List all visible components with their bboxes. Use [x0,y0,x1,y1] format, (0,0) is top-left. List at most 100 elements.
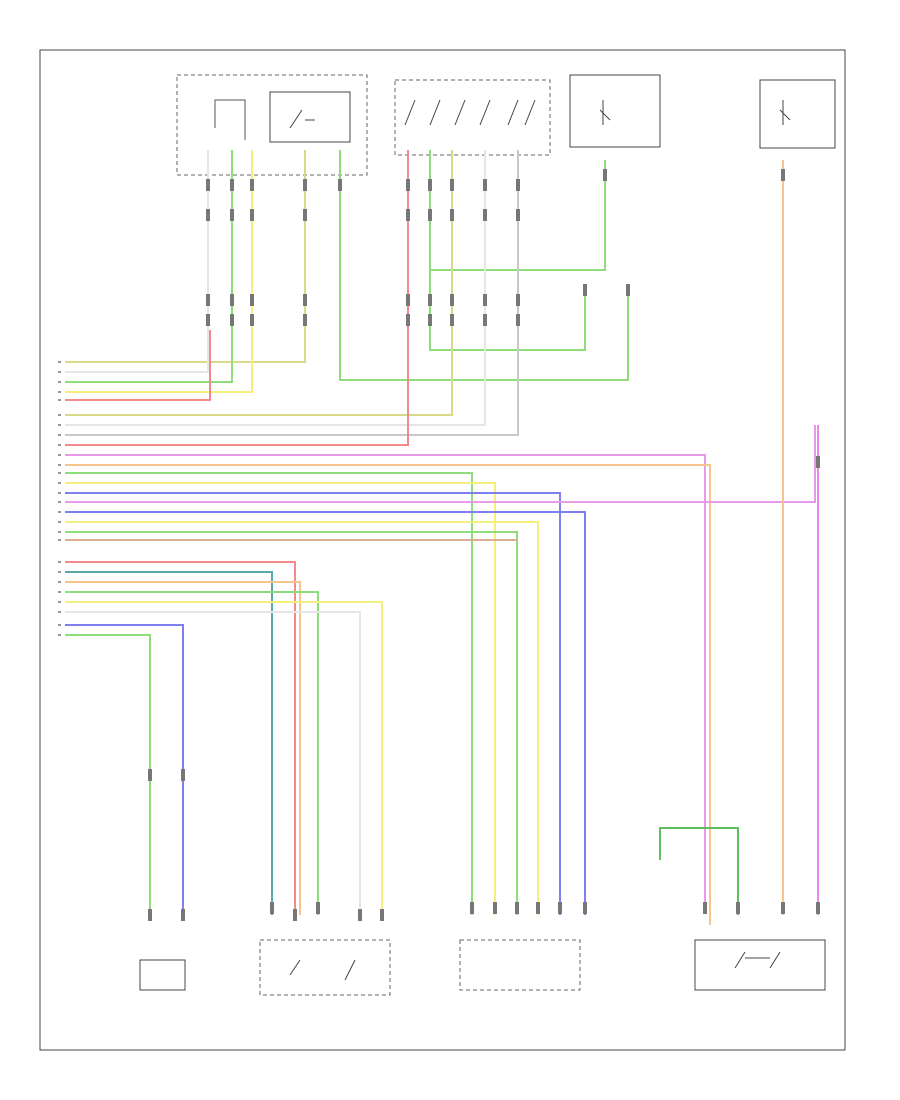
wire-connector [583,284,587,296]
wire-connector [816,902,820,914]
wire-connector [270,902,274,914]
harness-pin-marker [58,511,61,513]
wire-connector [406,314,410,326]
wire-connector [428,314,432,326]
wire-green [65,150,233,383]
wire-green [430,160,606,271]
harness-pin-marker [58,634,61,636]
harness-pin-marker [58,571,61,573]
harness-pin-marker [58,561,61,563]
wire-connector [493,902,497,914]
harness-pin-marker [58,399,61,401]
wire-yellow [65,482,496,915]
wire-red [65,561,296,915]
wire-grey [65,150,519,436]
wire-connector [181,769,185,781]
connectors [148,169,820,921]
wire-white [65,611,361,915]
wire-connector [406,209,410,221]
wire-connector [206,294,210,306]
wire-connector [626,284,630,296]
harness-pin-marker [58,361,61,363]
wire-blue [65,511,586,915]
harness-pin-marker [58,501,61,503]
wire-connector [450,179,454,191]
harness-pin-marker [58,424,61,426]
wire-connector [250,179,254,191]
wire-connector [781,169,785,181]
component-c6 [259,939,391,996]
wire-connector [230,294,234,306]
harness-pin-marker [58,624,61,626]
wire-connector [358,909,362,921]
harness-pin-marker [58,371,61,373]
wire-olive [65,150,453,416]
wire-connector [483,209,487,221]
harness-pin-marker [58,444,61,446]
diagram-frame [39,49,846,1051]
wire-dkgreen [659,827,739,915]
wire-blue [65,624,184,915]
wire-green [429,150,586,351]
wire-connector [816,456,820,468]
harness-ticks [58,361,61,636]
harness-pin-marker [58,482,61,484]
wire-connector [230,179,234,191]
wire-connector [250,294,254,306]
wire-olive [65,150,306,363]
wire-connector [406,294,410,306]
wire-connector [148,769,152,781]
wire-connector [483,294,487,306]
wire-connector [428,179,432,191]
wire-connector [450,209,454,221]
wire-connector [515,902,519,914]
wire-connector [303,294,307,306]
wire-connector [148,909,152,921]
wire-teal [65,571,273,915]
wire-connector [303,209,307,221]
harness-pin-marker [58,591,61,593]
component-c4 [759,79,836,149]
wire-connector [428,294,432,306]
harness-pin-marker [58,539,61,541]
harness-pin-marker [58,472,61,474]
wire-connector [450,314,454,326]
wire-connector [181,909,185,921]
wire-green [65,531,518,915]
harness-pin-marker [58,492,61,494]
wire-connector [703,902,707,914]
wire-yellow [65,150,253,393]
wire-connector [293,909,297,921]
component-c5 [139,959,186,991]
wire-connector [303,314,307,326]
wire-connector [536,902,540,914]
wire-white [65,150,209,373]
component-c2 [394,79,551,156]
wire-white [65,150,486,426]
wire-connector [380,909,384,921]
wire-orange [65,464,711,925]
wire-connector [483,314,487,326]
harness-pin-marker [58,531,61,533]
wire-orange [65,581,301,915]
wire-connector [230,314,234,326]
wire-green [65,634,151,915]
harness-pin-marker [58,581,61,583]
wire-violet [65,425,816,503]
wire-connector [583,902,587,914]
harness-pin-marker [58,601,61,603]
wire-connector [206,314,210,326]
wire-connector [250,314,254,326]
wire-connector [736,902,740,914]
component-c8 [694,939,826,991]
wire-connector [470,902,474,914]
wire-connector [338,179,342,191]
harness-pin-marker [58,414,61,416]
wire-connector [516,179,520,191]
harness-pin-marker [58,391,61,393]
harness-pin-marker [58,521,61,523]
wire-connector [316,902,320,914]
component-c1 [176,74,368,176]
wire-connector [516,294,520,306]
